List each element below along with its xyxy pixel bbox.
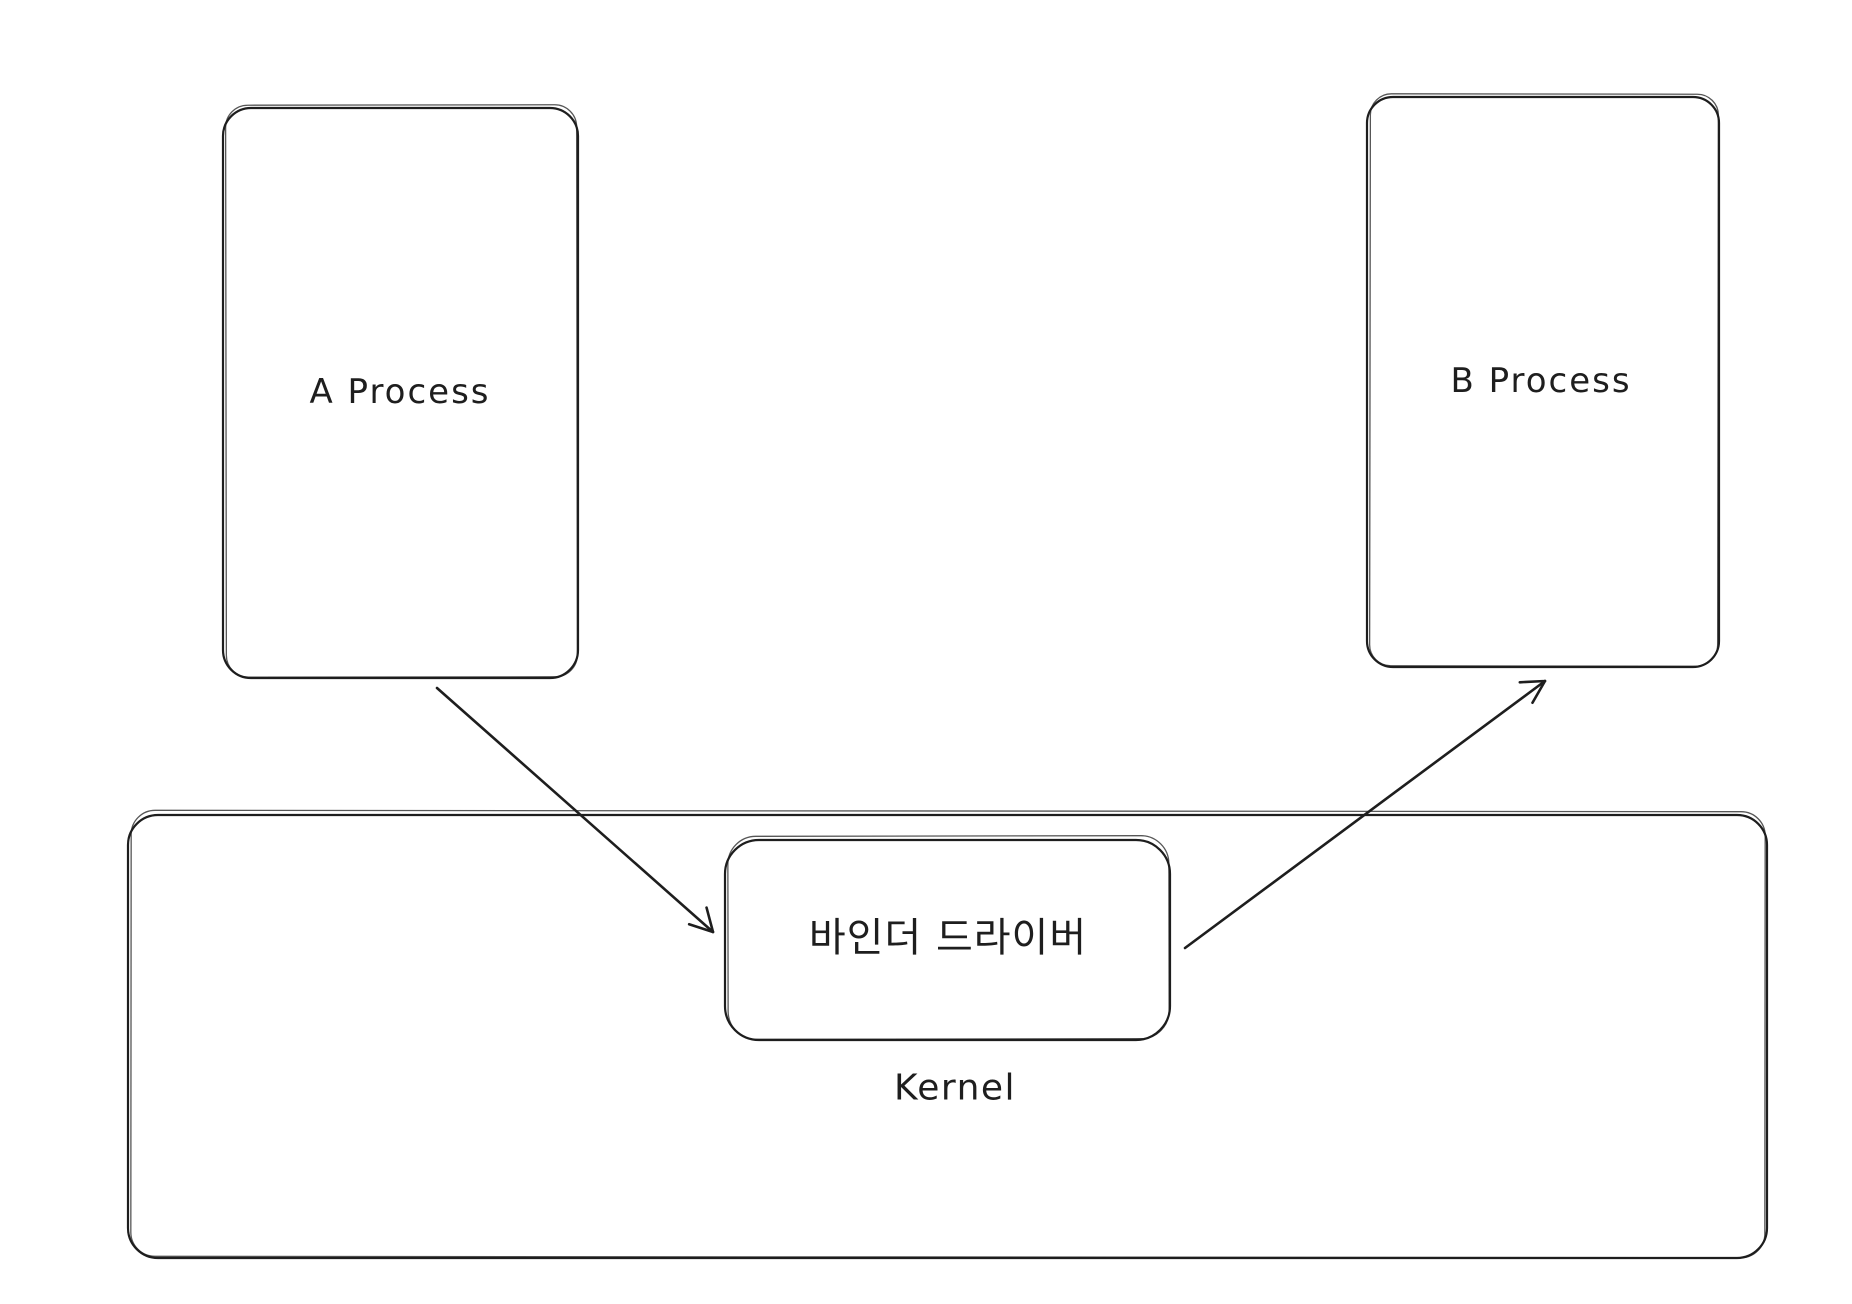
b-process-label: B Process [1450,361,1631,401]
arrow-binder-driver-to-b-process [1183,679,1547,950]
binder-driver-label: 바인더 드라이버 [809,915,1087,961]
binder-driver-box [723,835,1172,1042]
a-process-label: A Process [309,372,490,412]
arrow-a-process-to-binder-driver [435,686,715,934]
kernel-box [126,809,1769,1260]
kernel-label: Kernel [894,1068,1016,1109]
b-process-box [1365,93,1721,669]
a-process-box [221,104,580,680]
